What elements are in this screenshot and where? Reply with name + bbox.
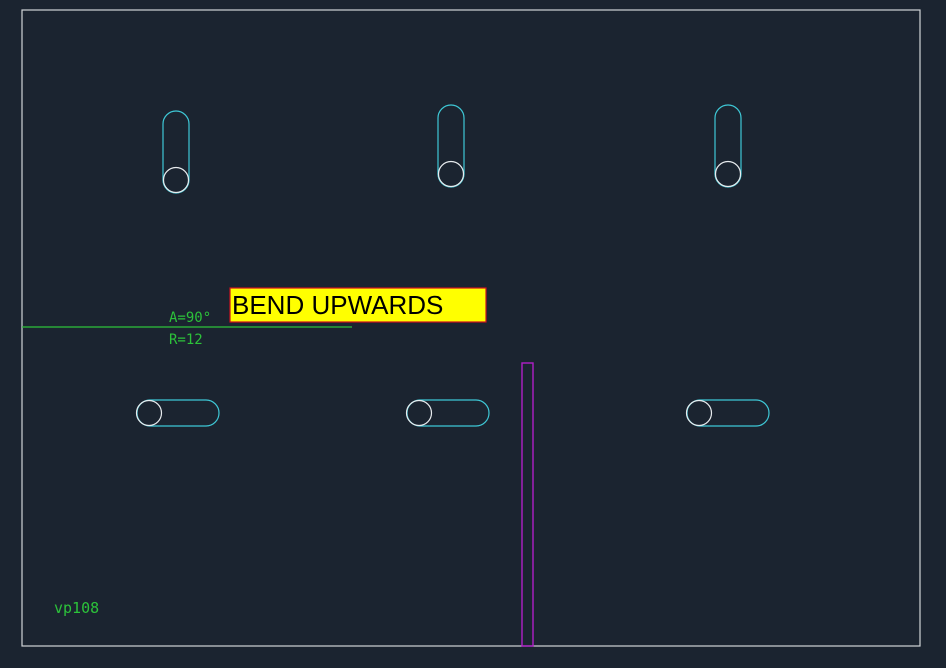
top-slot-center[interactable] (437, 104, 465, 188)
slot-outline (406, 399, 490, 427)
slot-hole (437, 160, 465, 188)
bend-angle-label: A=90° (169, 310, 211, 326)
part-id-label: vp108 (54, 599, 99, 617)
bottom-slot-right[interactable] (685, 399, 770, 427)
bottom-slot-left[interactable] (135, 399, 220, 427)
bottom-slot-center[interactable] (405, 399, 490, 427)
slot-hole (135, 399, 163, 427)
bend-note[interactable]: BEND UPWARDS (229, 287, 487, 323)
slot-hole (685, 399, 713, 427)
edge-marker-strip[interactable] (521, 362, 534, 647)
slot-outline (686, 399, 770, 427)
top-slot-left[interactable] (162, 110, 190, 194)
slot-hole (714, 160, 742, 188)
slot-hole (162, 166, 190, 194)
slot-outline (714, 104, 742, 188)
slot-outline (162, 110, 190, 194)
slot-outline (136, 399, 220, 427)
bend-radius-label: R=12 (169, 332, 203, 348)
top-slot-right[interactable] (714, 104, 742, 188)
bend-note-box (229, 287, 487, 323)
slot-hole (405, 399, 433, 427)
slot-outline (437, 104, 465, 188)
sheet-outline (21, 9, 921, 647)
bend-note-text: BEND UPWARDS (232, 290, 443, 320)
